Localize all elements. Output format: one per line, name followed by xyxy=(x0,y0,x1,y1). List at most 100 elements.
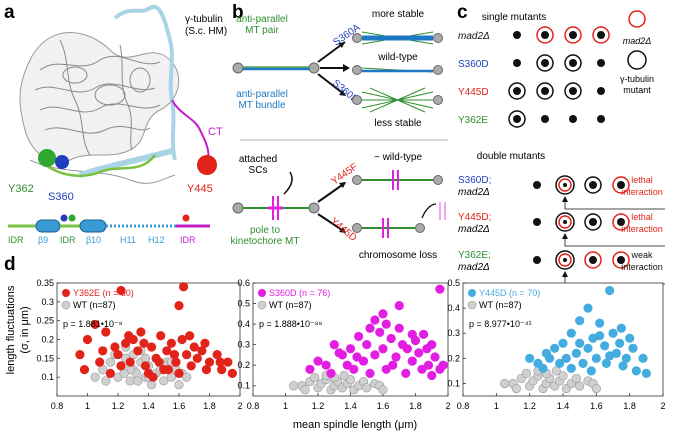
mutant-point xyxy=(419,329,429,339)
mutant-point xyxy=(422,344,432,354)
interaction-note-2: interaction xyxy=(621,262,663,272)
mutant-point xyxy=(90,319,100,330)
mutant-point xyxy=(566,328,576,338)
mutant-point xyxy=(583,303,593,313)
mad2-ring xyxy=(558,253,572,267)
ct-tail xyxy=(171,99,210,161)
colony-dot xyxy=(533,181,541,189)
gamma-ring xyxy=(508,110,526,128)
mutant-point xyxy=(163,365,173,375)
x-tick-label: 0.8 xyxy=(51,401,64,411)
x-tick-label: 1 xyxy=(283,401,288,411)
mad2-ring xyxy=(564,26,582,44)
colony-dot xyxy=(513,31,521,39)
mutant-point xyxy=(605,285,615,296)
y-tick-label: 0.5 xyxy=(237,299,250,309)
colony-dot xyxy=(541,59,549,67)
domain-beta9: β9 xyxy=(38,235,48,245)
mutant-point xyxy=(615,338,625,348)
double-row-label-1: Y362E; xyxy=(458,250,491,261)
x-tick-label: 1.8 xyxy=(203,401,216,411)
p-value-label: p = 1.881•10⁻⁸ xyxy=(63,319,123,329)
antiparallel-pair-l1: anti-parallel xyxy=(236,14,288,25)
x-tick-label: 1.4 xyxy=(142,401,155,411)
colony-dot xyxy=(541,31,549,39)
mutant-point xyxy=(608,328,618,338)
single-row-label: Y362E xyxy=(458,115,488,126)
mad2-ring xyxy=(592,26,610,44)
mutant-point xyxy=(381,364,391,374)
mutant-point xyxy=(430,352,440,362)
gamma-ring xyxy=(555,175,575,195)
mutant-point xyxy=(177,334,187,345)
mutant-point xyxy=(185,331,195,341)
colony-dot xyxy=(533,218,541,226)
colony-dot xyxy=(597,31,605,39)
mutant-point xyxy=(113,349,123,360)
x-tick-label: 2 xyxy=(237,401,242,411)
wt-point xyxy=(159,376,169,386)
colony-dot xyxy=(597,115,605,123)
mutant-point xyxy=(146,342,157,352)
mutant-point xyxy=(571,348,581,358)
mutant-point xyxy=(139,338,149,348)
mutant-point xyxy=(618,361,628,371)
mutant-point xyxy=(105,368,115,379)
panel-letter-c: c xyxy=(457,2,468,23)
beta-strand-light-blue xyxy=(79,147,176,178)
colony-dot xyxy=(589,256,597,264)
colony-dot xyxy=(533,256,541,264)
colony-dot xyxy=(569,31,577,39)
mutant-point xyxy=(575,338,585,348)
mad2-ring xyxy=(558,178,572,192)
colony-dot xyxy=(617,256,625,264)
x-tick-label: 2 xyxy=(445,401,450,411)
s360-sphere xyxy=(55,155,69,169)
mutant-point xyxy=(95,357,105,367)
mutant-point xyxy=(575,316,585,326)
y362-label: Y362 xyxy=(8,183,34,195)
mutant-point xyxy=(169,349,180,360)
mutant-point xyxy=(223,357,233,367)
legend-marker-mutant xyxy=(468,289,476,297)
mutant-point xyxy=(423,360,434,370)
legend-label-mutant: Y445D (n = 70) xyxy=(479,288,540,298)
bracket-arrowhead xyxy=(562,271,568,277)
ct-label: CT xyxy=(208,126,223,138)
domain-diagram: IDR β9 IDR β10 H11 H12 IDR xyxy=(8,214,210,245)
idr-green xyxy=(39,154,156,178)
legend-label-wt: WT (n=87) xyxy=(479,300,522,310)
mutant-point xyxy=(124,331,134,341)
mutant-point xyxy=(628,343,638,353)
attached-l1: attached xyxy=(239,154,277,165)
wt-point xyxy=(125,376,135,386)
wt-point xyxy=(511,383,521,394)
mutant-point xyxy=(227,368,237,379)
y-tick-label: 0.4 xyxy=(447,303,460,313)
mutant-point xyxy=(313,356,323,366)
mutant-point xyxy=(641,368,651,379)
colony-dot xyxy=(617,181,625,189)
mutant-point xyxy=(116,361,126,371)
mutant-point xyxy=(401,368,411,379)
domain-idr-2: IDR xyxy=(60,235,76,245)
domain-idr-1: IDR xyxy=(8,235,24,245)
mutant-point xyxy=(174,301,184,311)
mutant-point xyxy=(381,319,391,329)
interaction-bracket xyxy=(564,234,665,247)
mutant-point xyxy=(378,344,388,354)
wt-point xyxy=(133,376,143,386)
panel-letter-d: d xyxy=(4,254,16,275)
approx-wt-label: ~ wild-type xyxy=(374,152,423,163)
x-tick-label: 0.8 xyxy=(247,401,260,411)
colony-dot xyxy=(569,87,577,95)
interaction-note-1: weak xyxy=(630,250,653,260)
legend-marker-wt xyxy=(61,300,71,310)
mutant-point xyxy=(329,340,339,350)
x-tick-label: 1 xyxy=(85,401,90,411)
mutant-point xyxy=(561,353,571,363)
x-tick-label: 1 xyxy=(494,401,499,411)
domain-idr-3: IDR xyxy=(180,235,196,245)
wt-point xyxy=(90,372,100,382)
mutant-point xyxy=(354,331,364,342)
